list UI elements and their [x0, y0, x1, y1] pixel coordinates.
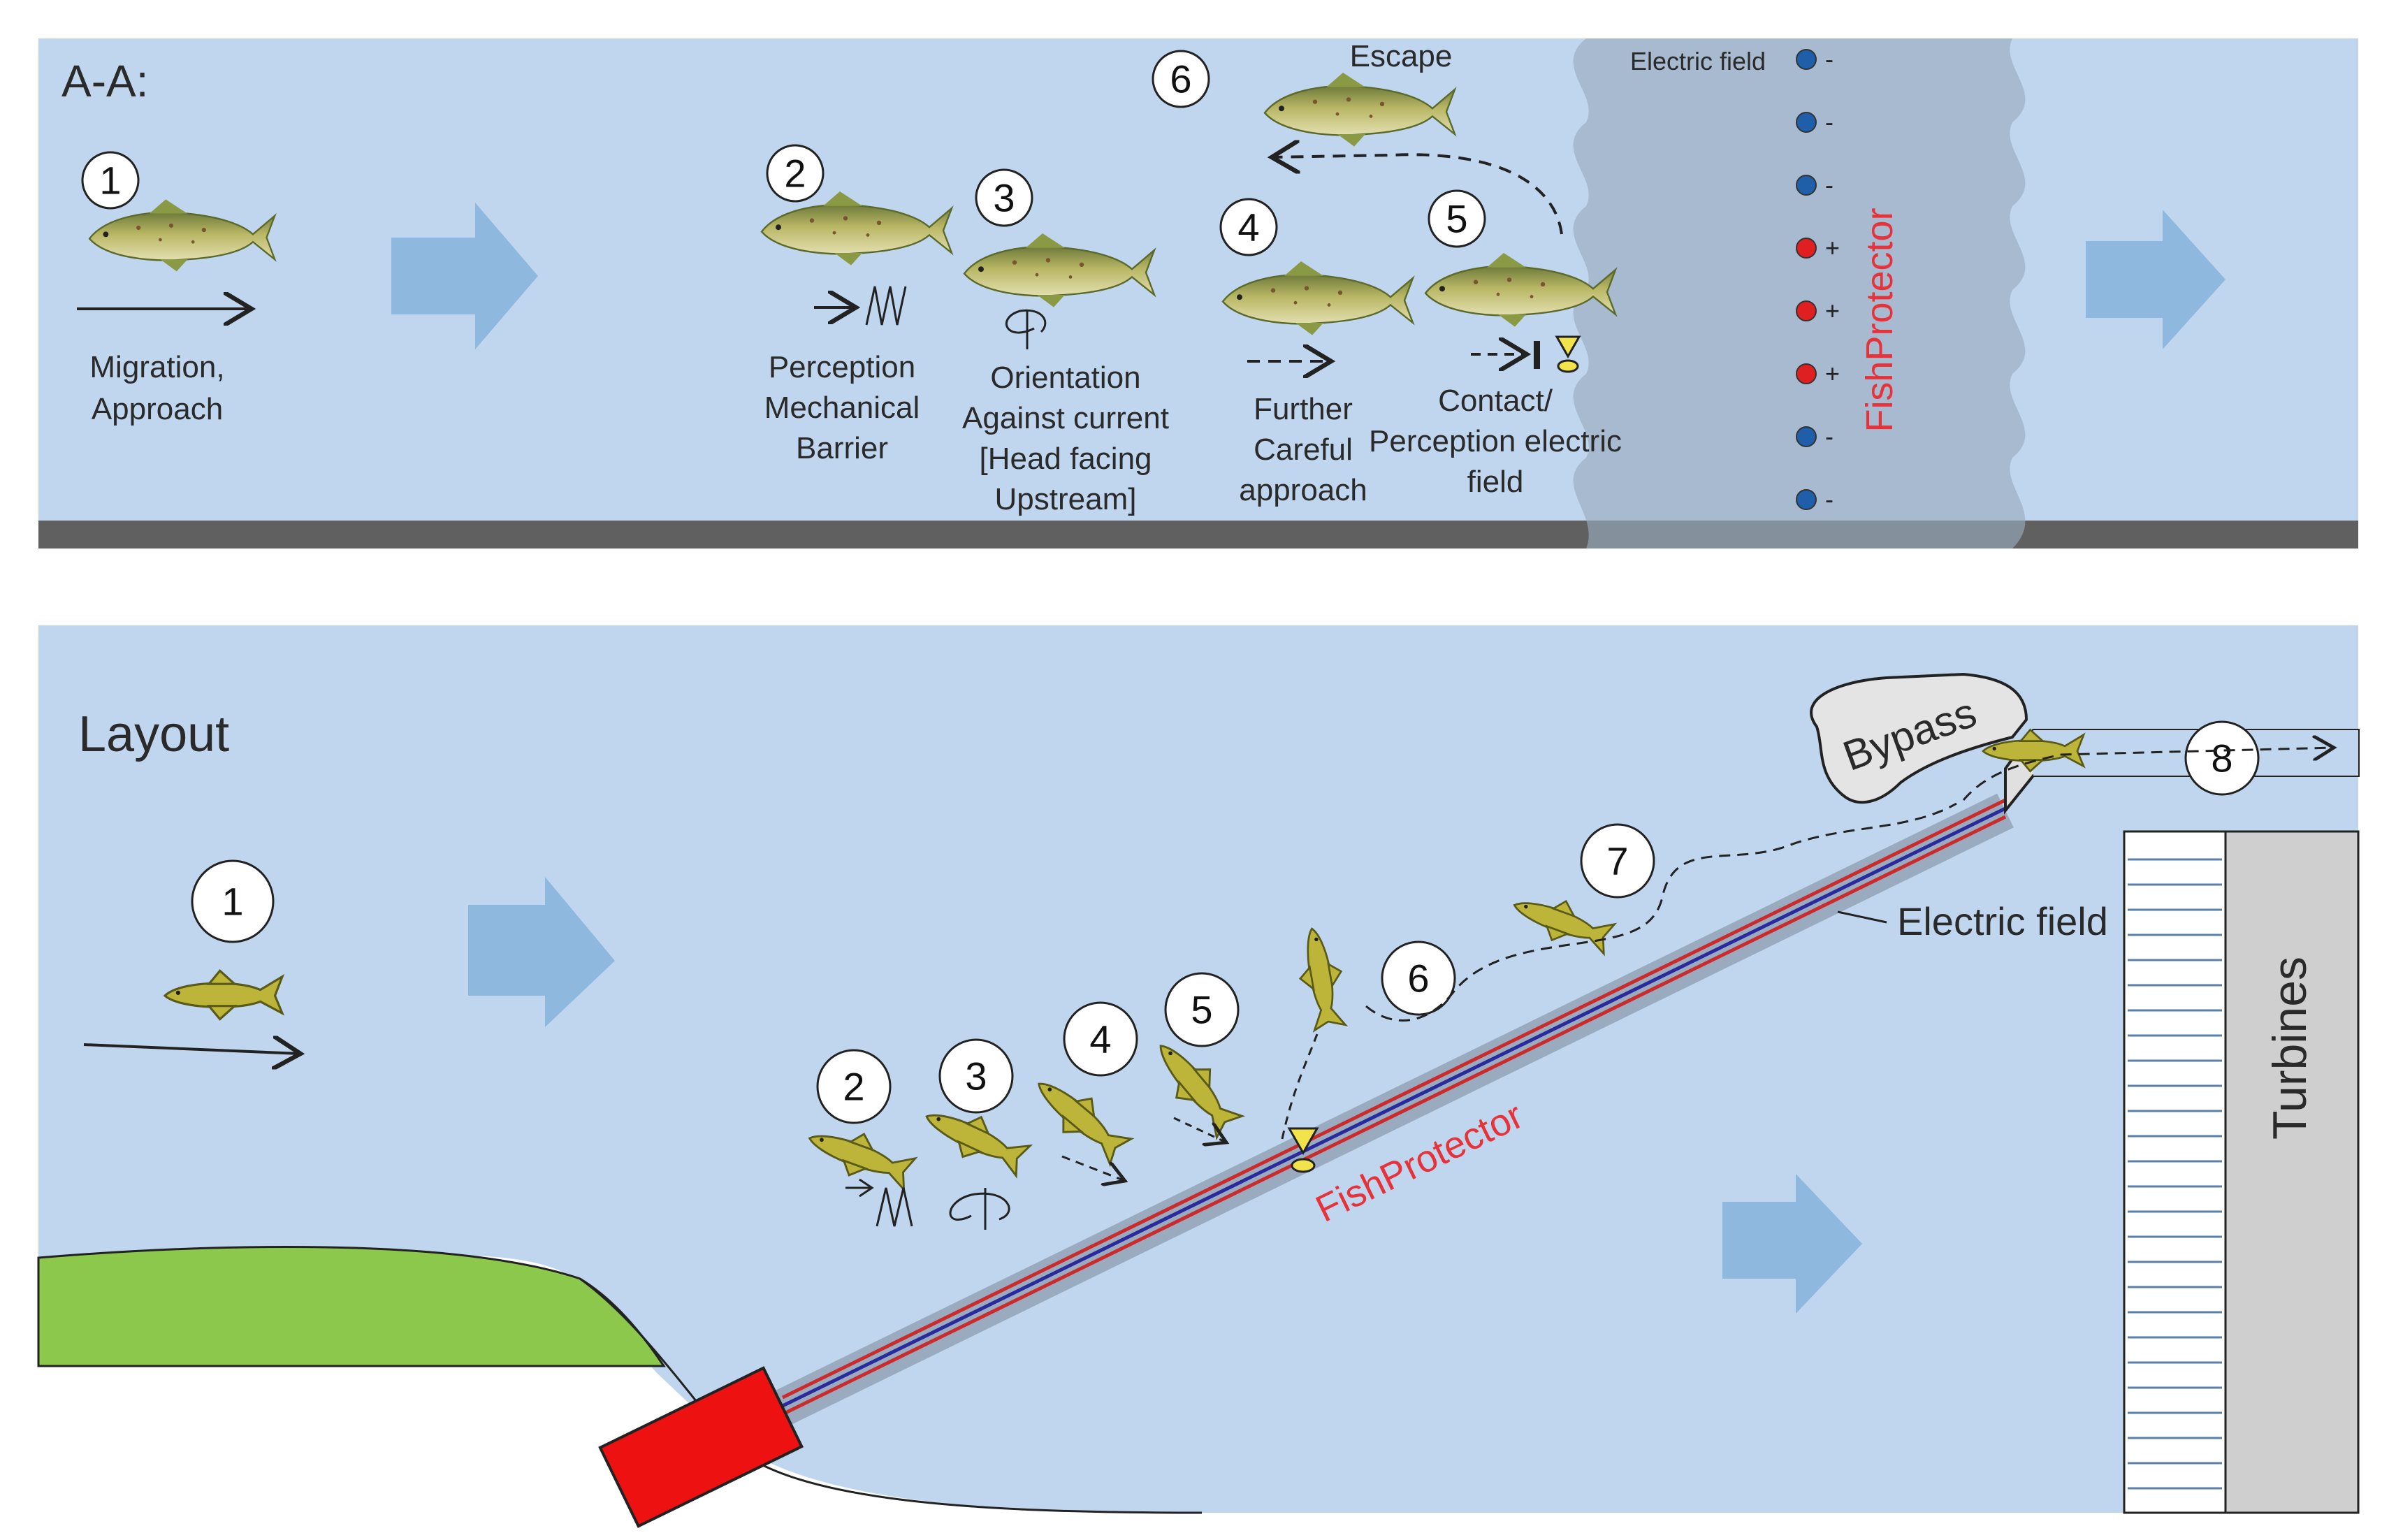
turbines-label: Turbines [2263, 957, 2316, 1140]
electric-field-zone [1573, 38, 2026, 549]
charge-sign: - [1825, 45, 1833, 73]
positive-charge-icon [1796, 300, 1817, 321]
step-label-line: approach [1239, 473, 1367, 507]
step-number: 1 [222, 880, 243, 924]
bypass-box [1810, 672, 2028, 804]
fishprotector-label: FishProtector [1859, 208, 1901, 432]
step-2: 2 Perception Mechanical Barrier [760, 144, 953, 465]
step-number: 6 [1170, 57, 1191, 101]
step-number: 6 [1407, 957, 1429, 1001]
electric-field-label: Electric field [1897, 899, 2108, 943]
electrode-icon [1555, 335, 1581, 359]
layout-step-7: 7 [1365, 802, 1957, 1022]
barrier-icon [1534, 341, 1540, 369]
layout-step-2: 2 [801, 1049, 918, 1227]
negative-charge-icon [1796, 49, 1817, 70]
step-1: 1 Migration, Approach [77, 151, 276, 426]
fishprotector-barrier [774, 793, 2014, 1425]
turbine-house [2224, 830, 2360, 1514]
electrode-icon [1287, 1127, 1319, 1156]
negative-charge-icon [1796, 175, 1817, 196]
step-number: 4 [1237, 205, 1259, 249]
step-label-line: field [1467, 465, 1524, 499]
step-4: 4 Further Careful approach [1219, 198, 1414, 507]
charge-sign: + [1825, 296, 1840, 325]
generator-box [598, 1366, 804, 1528]
rotate-icon [1005, 309, 1047, 349]
flow-arrow-icon [2086, 210, 2225, 349]
charge-sign: + [1825, 359, 1840, 388]
step-number: 7 [1606, 839, 1628, 883]
layout-step-1: 1 [83, 859, 300, 1054]
step-label-line: [Head facing [979, 442, 1152, 476]
layout-title: Layout [78, 706, 229, 762]
step-label-line: Mechanical [764, 391, 920, 425]
flow-arrow-icon [1722, 1174, 1862, 1314]
step-number: 8 [2211, 736, 2232, 780]
step-5: 5 Contact/ Perception electric field [1369, 189, 1622, 499]
section-view: A-A: 1 Migration, Approach 2 Perception … [38, 38, 2358, 549]
step-number: 3 [965, 1054, 987, 1098]
arrow-icon [83, 1045, 300, 1054]
charge-sign: - [1825, 422, 1833, 451]
step-label-line: Perception electric [1369, 424, 1622, 458]
step-label-line: Escape [1350, 39, 1453, 73]
dashed-arrow-icon [1061, 1155, 1125, 1181]
escape-path [1281, 1033, 1319, 1140]
turbine-intake [2123, 830, 2227, 1514]
layout-view: Layout Bypass Turbines Electric field Fi… [37, 625, 2360, 1528]
step-number: 2 [784, 152, 806, 196]
charge-sign: + [1825, 233, 1840, 262]
section-title: A-A: [61, 56, 148, 106]
layout-step-6: 6 [1281, 924, 1456, 1140]
electrode-icon [1291, 1158, 1316, 1173]
step-label-line: Careful [1254, 433, 1353, 467]
electric-field-label: Electric field [1630, 47, 1766, 75]
layout-step-4: 4 [1024, 1001, 1138, 1181]
step-label-line: Contact/ [1438, 384, 1553, 418]
flow-arrow-icon [391, 203, 538, 349]
step-label-line: Further [1254, 392, 1353, 426]
escape-path [1272, 154, 1563, 235]
layout-water-top [38, 625, 2358, 681]
step-number: 3 [993, 176, 1015, 220]
fish-path [1365, 802, 1957, 1022]
positive-charge-icon [1796, 363, 1817, 384]
step-number: 4 [1089, 1017, 1111, 1061]
layout-step-3: 3 [916, 1038, 1033, 1230]
step-label-line: Against current [962, 401, 1169, 435]
charge-sign: - [1825, 108, 1833, 136]
step-number: 5 [1446, 197, 1467, 241]
layout-step-8: 8 [1962, 720, 2334, 801]
step-6: 6 Escape [1152, 39, 1563, 235]
dashed-arrow-icon [1173, 1117, 1226, 1142]
step-label-line: Orientation [990, 361, 1140, 395]
negative-charge-icon [1796, 426, 1817, 447]
step-3: 3 Orientation Against current [Head faci… [962, 168, 1169, 516]
electrode-icon [1557, 359, 1579, 373]
rotate-icon [949, 1188, 1010, 1230]
arrow-icon [845, 1178, 874, 1198]
charge-sign: - [1825, 485, 1833, 514]
negative-charge-icon [1796, 112, 1817, 133]
negative-charge-icon [1796, 489, 1817, 510]
charge-column: - - - + + + - - [1796, 45, 1840, 514]
positive-charge-icon [1796, 238, 1817, 259]
step-label-line: Upstream] [995, 482, 1137, 516]
step-number: 1 [99, 159, 121, 203]
step-label-line: Barrier [796, 431, 888, 465]
layout-step-5: 5 [1143, 972, 1248, 1142]
step-label-line: Approach [92, 392, 223, 426]
step-label-line: Perception [769, 350, 915, 384]
charge-sign: - [1825, 170, 1833, 199]
step-label-line: Migration, [89, 350, 224, 384]
barrier-icon [865, 286, 907, 326]
flow-arrow-icon [468, 877, 615, 1027]
step-number: 2 [843, 1065, 864, 1109]
barrier-icon [876, 1187, 913, 1227]
step-number: 5 [1191, 988, 1212, 1032]
intake-rack [2128, 858, 2222, 1490]
leader-line [1837, 910, 1887, 924]
